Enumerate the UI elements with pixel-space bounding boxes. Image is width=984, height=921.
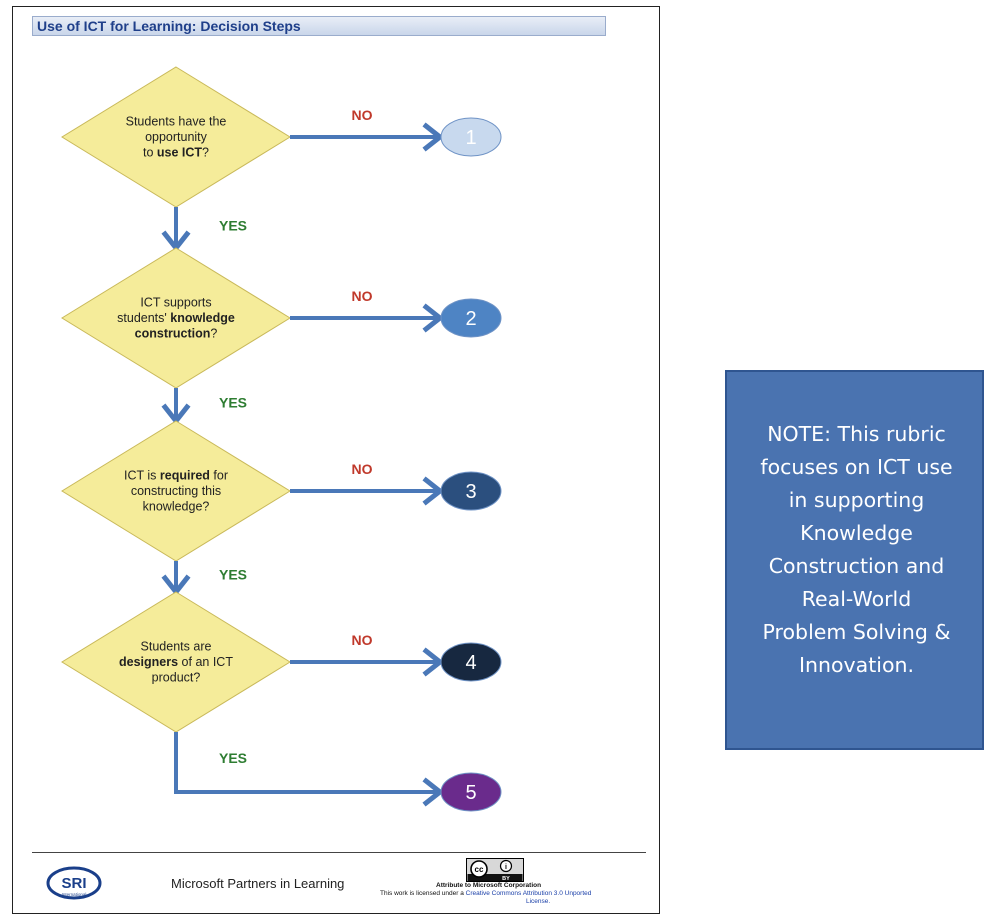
decision-text: students' knowledge	[117, 311, 235, 325]
decision-text: constructing this	[131, 484, 221, 498]
decision-text: Students are	[141, 640, 212, 654]
attribution-line: Attribute to Microsoft Corporation	[436, 882, 542, 889]
yes-label: YES	[219, 567, 247, 583]
microsoft-partners-text: Microsoft Partners in Learning	[171, 876, 345, 891]
note-text: NOTE: This rubric focuses on ICT use in …	[760, 422, 953, 677]
header-bar: Use of ICT for Learning: Decision Steps	[32, 16, 606, 36]
yes-label: YES	[219, 395, 247, 411]
yes-label: YES	[219, 218, 247, 234]
no-arrow-head	[422, 122, 445, 152]
no-arrow-head	[422, 303, 445, 333]
outcome-circle-label: 1	[465, 127, 476, 149]
creative-commons-badge: cc i BY	[466, 858, 524, 882]
no-label: NO	[352, 632, 373, 648]
decision-text: opportunity	[145, 130, 208, 144]
decision-text: ICT supports	[140, 296, 211, 310]
svg-text:SRI: SRI	[61, 875, 86, 892]
sri-logo: SRI International	[46, 866, 102, 900]
yes-label: YES	[219, 750, 247, 766]
outcome-circle	[440, 298, 502, 338]
decision-text: to use ICT?	[143, 146, 209, 160]
outcome-circle	[440, 471, 502, 511]
svg-text:i: i	[505, 864, 507, 871]
outcome-circle	[440, 772, 502, 812]
outcome-circle-label: 4	[465, 652, 476, 674]
decision-text: construction?	[135, 327, 218, 341]
no-label: NO	[352, 288, 373, 304]
no-label: NO	[352, 107, 373, 123]
outcome-circle	[440, 117, 502, 157]
decision-text: product?	[152, 671, 201, 685]
outcome-circle-label: 2	[465, 308, 476, 330]
decision-text: Students have the	[126, 115, 227, 129]
license-link[interactable]: Creative Commons Attribution 3.0 Unporte…	[465, 890, 592, 897]
decision-text: knowledge?	[143, 500, 210, 514]
yes-arrow-head	[422, 777, 445, 807]
no-label: NO	[352, 461, 373, 477]
no-arrow-head	[422, 476, 445, 506]
license-line: This work is licensed under a Creative C…	[380, 890, 591, 897]
outcome-circle-label: 5	[465, 782, 476, 804]
decision-text: designers of an ICT	[119, 655, 233, 669]
svg-text:cc: cc	[475, 865, 484, 874]
page-title: Use of ICT for Learning: Decision Steps	[37, 18, 301, 34]
no-arrow-head	[422, 647, 445, 677]
outcome-circle-label: 3	[465, 481, 476, 503]
license-prefix: This work is licensed under a	[380, 890, 464, 897]
outcome-circle	[440, 642, 502, 682]
footer-divider	[32, 852, 646, 853]
svg-text:International: International	[62, 892, 87, 897]
decision-text: ICT is required for	[124, 469, 228, 483]
yes-arrow	[174, 732, 438, 794]
svg-text:BY: BY	[502, 876, 510, 882]
note-box: NOTE: This rubric focuses on ICT use in …	[725, 370, 984, 750]
license-link-end[interactable]: License.	[526, 898, 551, 905]
